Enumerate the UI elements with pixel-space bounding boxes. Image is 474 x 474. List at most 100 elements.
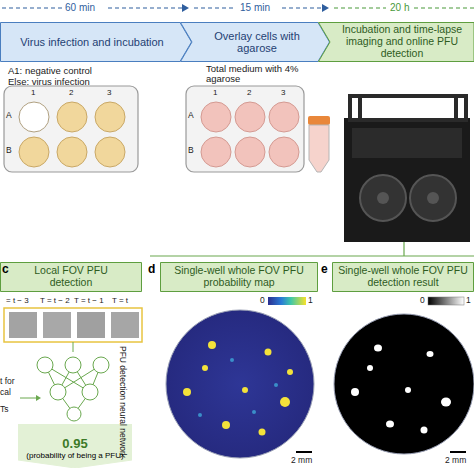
timeline-dash xyxy=(414,7,474,8)
pfu-blob xyxy=(427,351,434,357)
well-agarose xyxy=(201,102,231,132)
scale-bar xyxy=(296,451,312,453)
device-fan xyxy=(410,175,456,221)
frame-label: = t − 3 xyxy=(6,297,29,306)
well-agarose xyxy=(269,102,299,132)
column-label: 3 xyxy=(107,89,111,98)
image-frame xyxy=(111,312,139,338)
medium-note: Total medium with 4% agarose xyxy=(206,64,306,85)
node-label: Incubation and time-lapse imaging and on… xyxy=(332,24,472,59)
colorbar-tick: 0 xyxy=(420,296,425,305)
well-infected xyxy=(19,137,49,167)
node-label: 0.95 xyxy=(62,437,87,452)
step-chevron: Overlay cells with agarose xyxy=(180,22,330,62)
cropped-text: t for xyxy=(0,377,15,386)
pfu-blob xyxy=(441,398,451,407)
well-infected xyxy=(57,137,87,167)
panel-header: Single-well whole FOV PFU probability ma… xyxy=(160,262,318,292)
colorbar-tick: 0 xyxy=(260,296,265,305)
neural-network xyxy=(20,342,109,421)
panel-letter: e xyxy=(321,263,328,276)
scale-label: 2 mm xyxy=(445,456,466,465)
connector-line xyxy=(150,242,474,256)
nn-neuron xyxy=(37,357,53,373)
well-plate xyxy=(4,86,138,172)
duration-label: 15 min xyxy=(240,2,270,13)
pfu-spot xyxy=(287,369,293,375)
outline-shape xyxy=(161,263,318,292)
node-label: Local FOV PFU detection xyxy=(26,265,116,289)
pfu-spot xyxy=(280,397,290,407)
device-stage xyxy=(352,128,462,158)
node-label: Overlay cells with agarose xyxy=(202,30,312,55)
pfu-blob xyxy=(405,387,411,393)
row-label: A xyxy=(6,111,12,120)
tube-body xyxy=(309,125,329,172)
pfu-spot xyxy=(222,421,230,429)
column-label: 3 xyxy=(281,89,285,98)
pfu-spots xyxy=(183,341,293,436)
row-label: B xyxy=(188,146,194,155)
conical-tube xyxy=(308,116,330,172)
device-frame xyxy=(454,96,458,120)
detection-result xyxy=(334,297,474,454)
well-infected xyxy=(57,102,87,132)
pfu-spot xyxy=(202,365,208,371)
timeline-dash xyxy=(334,7,386,8)
pfu-spot xyxy=(242,387,248,393)
frame-label: T = t − 1 xyxy=(74,297,104,306)
well-agarose xyxy=(235,137,265,167)
image-frame xyxy=(77,312,105,338)
panel-header: Single-well whole FOV PFU detection resu… xyxy=(332,262,474,292)
well-empty xyxy=(19,102,49,132)
image-frame xyxy=(43,312,71,338)
outline-shape xyxy=(1,263,142,292)
scale-bar xyxy=(450,451,466,453)
image-frame xyxy=(9,312,37,338)
column-label: 2 xyxy=(69,89,73,98)
frame-label: T = t − 2 xyxy=(40,297,70,306)
nn-neuron xyxy=(50,384,66,400)
frame-sequence xyxy=(4,308,142,342)
row-label: B xyxy=(6,146,12,155)
duration-label: 20 h xyxy=(390,2,409,13)
row-label: A xyxy=(188,111,194,120)
plate-body xyxy=(4,86,138,172)
node-label: Single-well whole FOV PFU detection resu… xyxy=(338,265,468,289)
well-agarose xyxy=(235,102,265,132)
well-agarose xyxy=(269,137,299,167)
nn-neuron xyxy=(93,357,109,373)
frame-label: T = t xyxy=(112,297,128,306)
pfu-blobs xyxy=(351,345,451,434)
pfu-spot xyxy=(259,429,266,436)
pfu-blob xyxy=(421,427,428,434)
well-plate xyxy=(186,86,304,172)
probability-map xyxy=(166,297,314,458)
device-fan xyxy=(360,175,406,221)
node-sublabel: (probability of being a PFU) xyxy=(26,452,123,461)
nn-neuron xyxy=(65,357,81,373)
panel-letter: c xyxy=(2,263,9,276)
colorbar xyxy=(428,297,464,305)
outline-shape xyxy=(1,23,192,62)
outline-shape xyxy=(333,263,474,292)
timeline-arrowhead xyxy=(182,4,189,12)
device-frame xyxy=(350,96,466,120)
weak-spot xyxy=(230,358,234,362)
pfu-spot xyxy=(265,349,272,356)
imaging-device xyxy=(344,96,470,242)
plate-note: Else: virus infection xyxy=(8,77,90,87)
device-body xyxy=(344,118,470,242)
flow-line xyxy=(20,398,38,399)
pfu-blob xyxy=(351,388,359,396)
well-infected xyxy=(95,102,125,132)
network-label: PFU detection neural network xyxy=(118,346,127,458)
timeline-dash xyxy=(194,7,236,8)
timeline-dash xyxy=(108,7,182,8)
column-label: 1 xyxy=(31,89,35,98)
outline-shape xyxy=(319,23,474,62)
fan-hub xyxy=(377,192,389,204)
plate-body xyxy=(186,86,304,172)
well-agarose xyxy=(201,137,231,167)
